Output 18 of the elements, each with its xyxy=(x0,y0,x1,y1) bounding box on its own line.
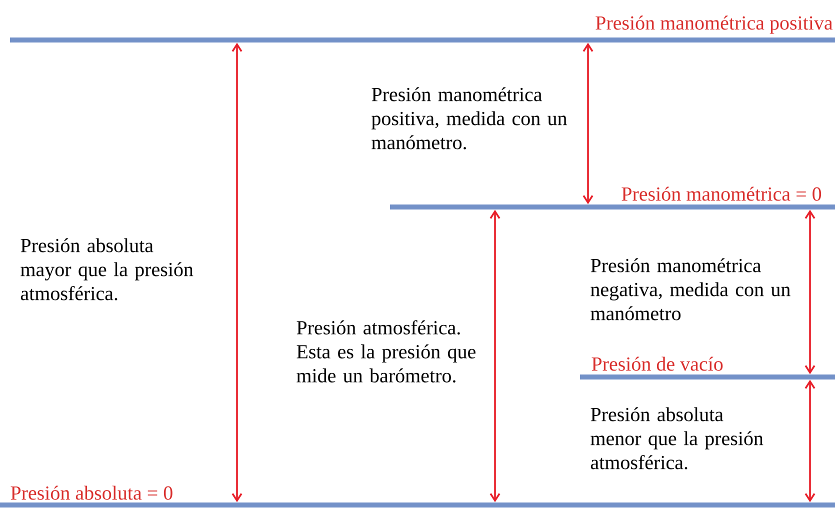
edge-label: Presión absoluta menor que la presión atmosférica. xyxy=(590,407,764,470)
edge-label: Presión atmosférica. Esta es la presión que mide un barómetro. xyxy=(296,320,476,383)
edge-label: Presión manométrica positiva, medida con un manómetro. xyxy=(372,87,567,150)
double-arrow xyxy=(804,380,816,502)
level-bar: Presión absoluta = 0 xyxy=(0,486,835,508)
double-arrow xyxy=(490,210,500,502)
level-bar: Presión de vacío xyxy=(580,356,835,380)
level-bar: Presión manométrica positiva xyxy=(10,16,835,42)
level-bar: Presión manométrica = 0 xyxy=(390,186,835,210)
double-arrow xyxy=(232,42,242,502)
edge-label: Presión absoluta mayor que la presión atmosférica. xyxy=(20,238,194,300)
node-label: Presión de vacío xyxy=(592,356,723,371)
node-label: Presión manométrica positiva xyxy=(596,16,833,34)
node-label: Presión absoluta = 0 xyxy=(10,486,172,500)
double-arrow xyxy=(804,210,816,374)
edge-label: Presión manométrica negativa, medida con un manómetro xyxy=(590,258,790,320)
node-label: Presión manométrica = 0 xyxy=(622,186,822,201)
double-arrow xyxy=(582,42,594,204)
